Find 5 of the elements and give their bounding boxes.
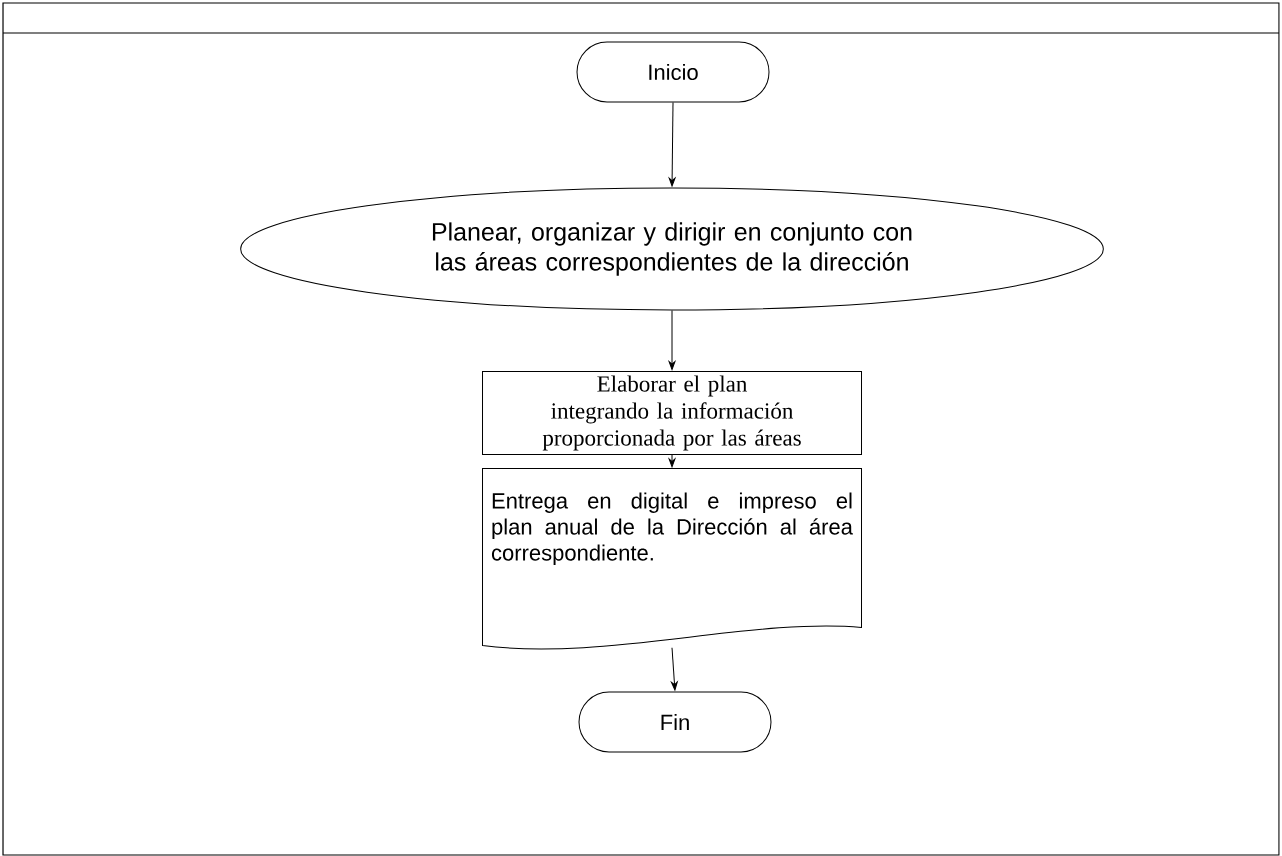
arrow	[668, 310, 676, 371]
arrow	[668, 454, 676, 468]
process-box: Elaborar el plan integrando la información proporcionada por las áreas	[482, 371, 862, 455]
arrow	[671, 647, 678, 691]
arrow	[668, 102, 676, 187]
